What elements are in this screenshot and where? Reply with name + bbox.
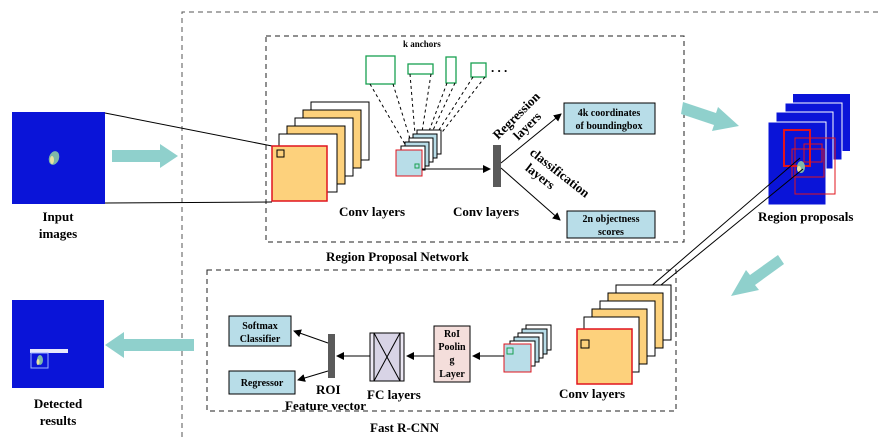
coordinates-box-line2: of boundingbox (576, 121, 643, 132)
regressor-box (228, 370, 296, 395)
classification-arrow (500, 167, 561, 221)
softmax-classifier-box (228, 315, 292, 347)
coordinates-box-line1: 4k coordinates (578, 108, 641, 119)
objectness-box-line1: 2n objectness (583, 214, 640, 225)
region-proposals-stack (767, 94, 850, 206)
roi-pooling-box (433, 325, 471, 383)
anchor-ellipsis: . . . (491, 60, 507, 75)
regressor-label: Regressor (241, 378, 284, 389)
softmax-line1: Softmax (242, 321, 278, 332)
outer-dashed-frame (181, 11, 881, 437)
teal-arrow-results (105, 332, 194, 358)
fast-rcnn-conv-layers-label: Conv layers (559, 386, 625, 401)
objectness-box (566, 210, 656, 239)
roi-pooling-line3: g (450, 355, 455, 366)
detected-results-label-2: results (40, 413, 77, 428)
fast-rcnn-label: Fast R-CNN (370, 420, 440, 435)
detected-results-label-1: Detected (34, 396, 83, 411)
input-images-label-1: Input (42, 209, 74, 224)
rpn-small-stack (395, 129, 442, 177)
region-proposals-label: Region proposals (758, 209, 853, 224)
fc-layers-label: FC layers (367, 387, 421, 402)
softmax-line2: Classifier (240, 334, 281, 345)
anchor-boxes (365, 55, 487, 85)
roi-pooling-line4: Layer (439, 369, 465, 380)
input-projection-line-top (104, 112, 273, 147)
region-proposal-network-label: Region Proposal Network (326, 249, 470, 264)
coordinates-box (563, 102, 656, 135)
rpn-conv-layers-label: Conv layers (339, 204, 405, 219)
teal-arrow-input (112, 144, 178, 168)
teal-arrow-down (731, 255, 784, 296)
fast-rcnn-feature-stack (576, 284, 672, 385)
k-anchors-label: k anchors (403, 39, 441, 49)
input-projection-line-bottom (104, 201, 273, 204)
feature-vector-label: Feature vector (285, 398, 366, 413)
detected-results-image (12, 300, 104, 388)
input-images-label-2: images (39, 226, 77, 241)
roi-label: ROI (316, 382, 341, 397)
regression-label: Regression layers (490, 86, 556, 152)
classification-label: classification layers (518, 145, 595, 215)
rpn-dashed-box (265, 35, 685, 243)
input-image (12, 112, 105, 204)
rpn-feature-stack (271, 101, 370, 202)
fc-layers-block (369, 332, 405, 382)
rpn-conv-layers-label-2: Conv layers (453, 204, 519, 219)
fast-rcnn-small-stack (503, 324, 552, 373)
bar-to-softmax-arrow (293, 329, 329, 344)
teal-arrow-to-proposals (681, 102, 739, 131)
rpn-dark-bar (493, 145, 501, 187)
bar-to-regressor-arrow (297, 370, 329, 382)
roi-feature-bar (328, 334, 335, 378)
objectness-box-line2: scores (598, 227, 624, 238)
roi-pooling-line2: Poolin (438, 342, 466, 353)
regression-arrow (500, 113, 562, 164)
roi-pooling-line1: RoI (444, 329, 460, 340)
fast-rcnn-dashed-box (206, 269, 677, 412)
